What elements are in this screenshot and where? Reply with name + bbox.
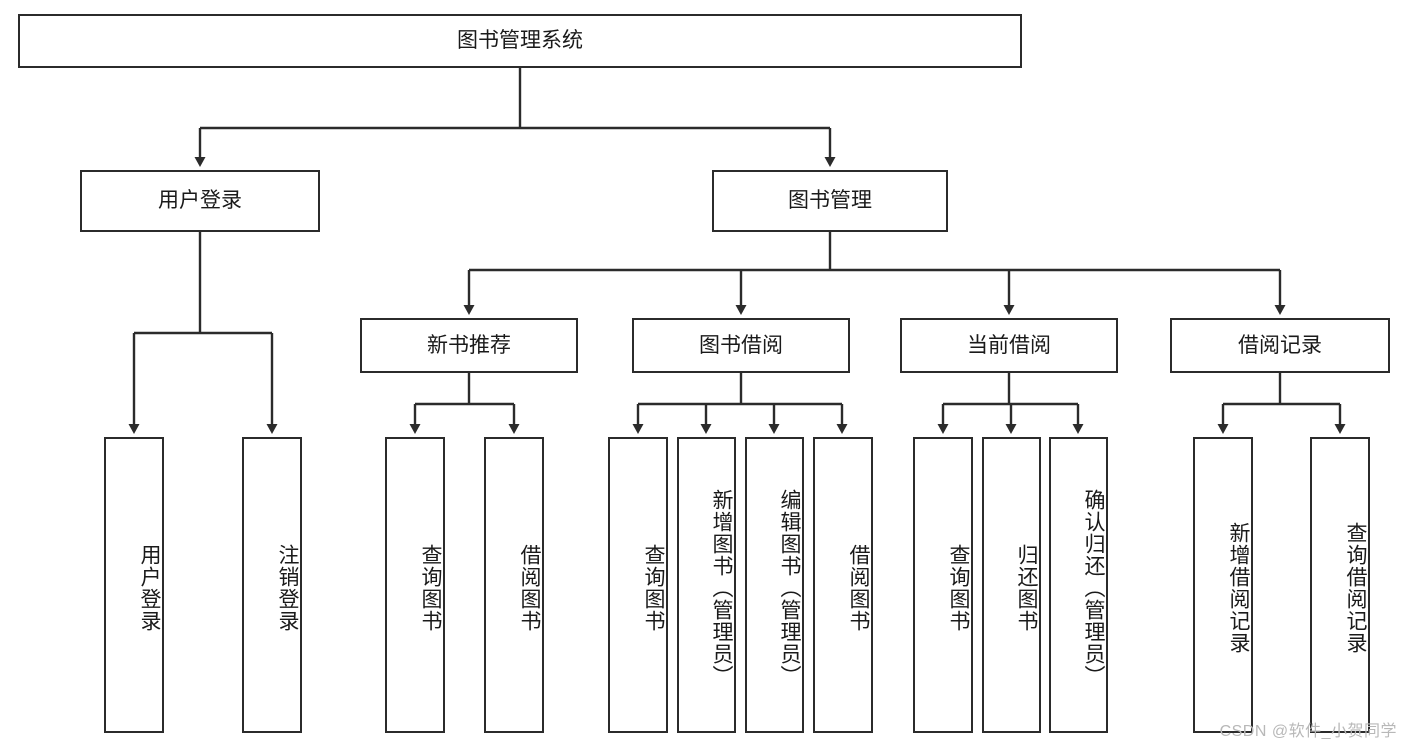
- leaf-borrow-record-query-record[interactable]: 查询借阅记录: [1310, 437, 1370, 733]
- leaf-new-book-borrow-book[interactable]: 借阅图书: [484, 437, 544, 733]
- leaf-current-borrow-confirm-return-admin[interactable]: 确认归还（管理员）: [1049, 437, 1108, 733]
- leaf-label: 用户登录: [138, 544, 161, 632]
- leaf-label: 查询图书: [642, 544, 665, 632]
- leaf-label: 借阅图书: [518, 544, 541, 632]
- leaf-label: 编辑图书（管理员）: [778, 489, 801, 687]
- node-book-manage[interactable]: 图书管理: [712, 170, 948, 232]
- leaf-user-login-login[interactable]: 用户登录: [104, 437, 164, 733]
- leaf-book-borrow-borrow-book[interactable]: 借阅图书: [813, 437, 873, 733]
- node-user-login-label: 用户登录: [158, 189, 242, 213]
- leaf-new-book-query-book[interactable]: 查询图书: [385, 437, 445, 733]
- node-root[interactable]: 图书管理系统: [18, 14, 1022, 68]
- leaf-label: 查询借阅记录: [1344, 522, 1367, 654]
- node-current-borrow[interactable]: 当前借阅: [900, 318, 1118, 373]
- node-user-login[interactable]: 用户登录: [80, 170, 320, 232]
- node-borrow-record-label: 借阅记录: [1238, 333, 1322, 357]
- leaf-borrow-record-add-record[interactable]: 新增借阅记录: [1193, 437, 1253, 733]
- node-new-book-recommend[interactable]: 新书推荐: [360, 318, 578, 373]
- watermark: CSDN @软件_小贺同学: [1219, 723, 1397, 740]
- node-new-book-recommend-label: 新书推荐: [427, 333, 511, 357]
- leaf-user-login-logout[interactable]: 注销登录: [242, 437, 302, 733]
- node-book-borrow[interactable]: 图书借阅: [632, 318, 850, 373]
- leaf-label: 查询图书: [419, 544, 442, 632]
- leaf-book-borrow-add-book-admin[interactable]: 新增图书（管理员）: [677, 437, 736, 733]
- node-current-borrow-label: 当前借阅: [967, 333, 1051, 357]
- node-book-manage-label: 图书管理: [788, 189, 872, 213]
- leaf-current-borrow-return-book[interactable]: 归还图书: [982, 437, 1041, 733]
- leaf-label: 借阅图书: [847, 544, 870, 632]
- leaf-label: 归还图书: [1015, 544, 1038, 632]
- node-book-borrow-label: 图书借阅: [699, 333, 783, 357]
- leaf-book-borrow-query-book[interactable]: 查询图书: [608, 437, 668, 733]
- node-root-label: 图书管理系统: [457, 29, 583, 53]
- leaf-label: 新增借阅记录: [1227, 522, 1250, 654]
- leaf-label: 注销登录: [276, 544, 299, 632]
- leaf-label: 查询图书: [947, 544, 970, 632]
- node-borrow-record[interactable]: 借阅记录: [1170, 318, 1390, 373]
- leaf-label: 新增图书（管理员）: [710, 489, 733, 687]
- leaf-book-borrow-edit-book-admin[interactable]: 编辑图书（管理员）: [745, 437, 804, 733]
- leaf-current-borrow-query-book[interactable]: 查询图书: [913, 437, 973, 733]
- leaf-label: 确认归还（管理员）: [1082, 489, 1105, 687]
